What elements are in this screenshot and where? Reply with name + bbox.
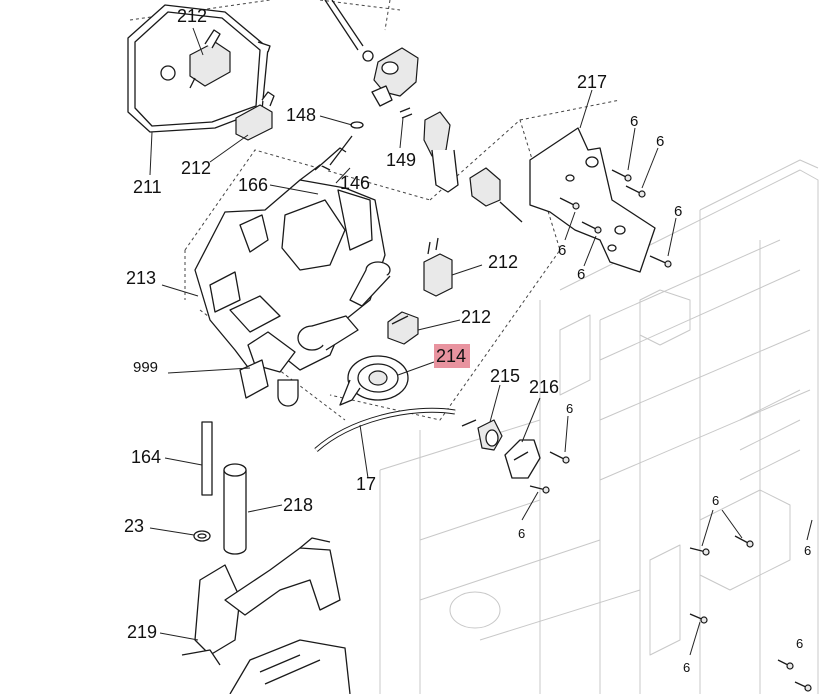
label-219: 219 xyxy=(127,622,157,642)
label-215: 215 xyxy=(490,366,520,386)
label-6: 6 xyxy=(674,203,682,220)
label-6: 6 xyxy=(518,526,525,541)
label-217: 217 xyxy=(577,72,607,92)
part-214-wheel xyxy=(339,355,409,406)
machine-frame-ghost xyxy=(379,159,819,694)
label-23: 23 xyxy=(124,516,144,536)
label-218: 218 xyxy=(283,495,313,515)
part-149-connector xyxy=(399,107,523,223)
label-6: 6 xyxy=(566,401,573,416)
label-6: 6 xyxy=(796,636,803,651)
part-213-brew-unit xyxy=(194,135,391,407)
part-217-bracket xyxy=(529,127,656,273)
part-215-fitting xyxy=(461,419,503,451)
label-212: 212 xyxy=(181,158,211,178)
part-218-tube xyxy=(223,463,247,555)
part-valve-top xyxy=(324,0,419,129)
label-148: 148 xyxy=(286,105,316,125)
part-212-switch-a xyxy=(189,29,231,89)
screws-group xyxy=(529,169,812,692)
highlight-box-214 xyxy=(434,344,470,368)
part-23-ring xyxy=(193,530,211,542)
label-216: 216 xyxy=(529,377,559,397)
label-6: 6 xyxy=(577,266,585,283)
part-164-rod xyxy=(201,421,213,496)
label-164: 164 xyxy=(131,447,161,467)
part-219-lower-assembly xyxy=(181,537,351,695)
callout-labels: 212 212 211 148 149 166 146 213 999 212 … xyxy=(124,6,811,675)
label-999: 999 xyxy=(133,359,158,376)
label-212: 212 xyxy=(488,252,518,272)
label-149: 149 xyxy=(386,150,416,170)
label-17: 17 xyxy=(356,474,376,494)
label-211: 211 xyxy=(133,177,162,197)
label-6: 6 xyxy=(712,493,719,508)
label-166: 166 xyxy=(238,175,268,195)
part-212-switch-b xyxy=(235,91,275,141)
part-216-clip xyxy=(504,439,541,479)
part-212-switch-c xyxy=(423,237,453,297)
label-6: 6 xyxy=(558,242,566,259)
leader-lines xyxy=(149,27,813,656)
label-213: 213 xyxy=(126,268,156,288)
label-212: 212 xyxy=(461,307,491,327)
label-6: 6 xyxy=(656,133,664,150)
label-6: 6 xyxy=(804,543,811,558)
label-6: 6 xyxy=(683,660,690,675)
part-212-switch-d xyxy=(387,311,419,345)
label-146: 146 xyxy=(340,173,370,193)
label-212: 212 xyxy=(177,6,207,26)
part-17-tube xyxy=(314,407,456,452)
label-214: 214 xyxy=(436,346,466,366)
label-6: 6 xyxy=(630,113,638,130)
